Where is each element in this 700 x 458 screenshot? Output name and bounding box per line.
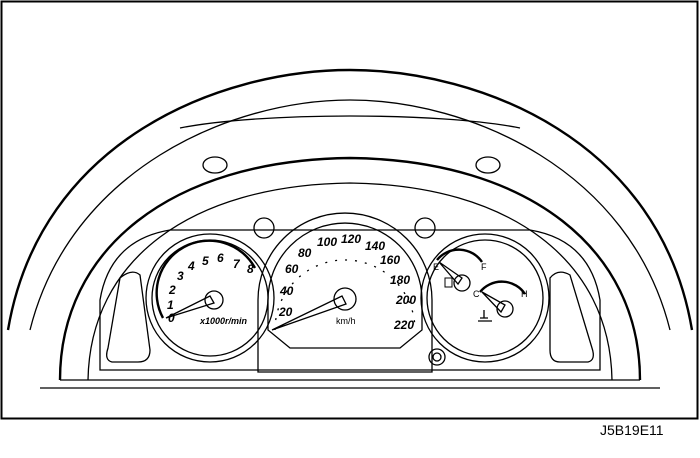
hood-inner — [87, 182, 613, 381]
speed-label-180: 180 — [390, 273, 410, 287]
lamp-left — [253, 217, 275, 239]
temp-needle — [481, 291, 506, 314]
temp-hot-label: H — [521, 289, 528, 299]
cluster-base — [40, 379, 660, 389]
tach-label-2: 2 — [168, 283, 176, 297]
temp-cold-label: C — [473, 289, 480, 299]
tach-label-4: 4 — [187, 259, 195, 273]
dash-outer-arc — [6, 68, 694, 331]
speed-label-40: 40 — [279, 284, 294, 298]
tach-label-3: 3 — [177, 269, 184, 283]
speed-unit: km/h — [336, 316, 356, 326]
hood-outer — [58, 156, 642, 381]
speed-label-80: 80 — [298, 246, 312, 260]
speed-label-100: 100 — [317, 235, 337, 249]
lamp-right — [414, 217, 436, 239]
speed-label-200: 200 — [395, 293, 416, 307]
fuel-icon — [444, 277, 453, 288]
right-pod — [549, 271, 594, 363]
speed-label-20: 20 — [278, 305, 293, 319]
tach-unit: x1000r/min — [199, 316, 248, 326]
fuel-needle — [438, 261, 463, 286]
dash-inner-arc — [29, 99, 671, 331]
left-pod — [106, 271, 151, 363]
temp-hub — [496, 300, 514, 318]
tach-label-1: 1 — [167, 298, 174, 312]
fuel-full-label: F — [481, 262, 487, 272]
fuel-temp-gauges: E F C H — [420, 233, 550, 363]
speed-label-160: 160 — [380, 253, 400, 267]
lamp-left-top — [202, 156, 228, 174]
speed-label-120: 120 — [341, 232, 361, 246]
tach-label-0: 0 — [168, 311, 175, 325]
tach-hub — [204, 290, 224, 310]
speed-needle — [271, 295, 347, 331]
speed-label-140: 140 — [365, 239, 385, 253]
figure-caption: J5B19E11 — [600, 422, 664, 438]
fuel-hub — [453, 274, 471, 292]
speed-hub — [333, 287, 357, 311]
tach-label-5: 5 — [202, 254, 209, 268]
tachometer: 0 1 2 3 4 5 6 7 8 x1000r/min — [145, 233, 275, 363]
frame — [0, 0, 699, 420]
tach-label-6: 6 — [217, 251, 224, 265]
tach-needle — [165, 295, 215, 319]
speed-label-220: 220 — [393, 318, 414, 332]
speed-label-60: 60 — [285, 262, 299, 276]
speedometer: 20 40 60 80 100 120 140 160 180 200 220 … — [257, 212, 433, 373]
tach-label-8: 8 — [247, 262, 254, 276]
trip-reset-knob[interactable] — [428, 348, 446, 366]
hood-line — [179, 115, 521, 129]
temperature-icon — [478, 310, 492, 322]
fuel-empty-label: E — [433, 262, 439, 272]
cluster-housing — [99, 229, 601, 371]
lamp-right-top — [475, 156, 501, 174]
tach-label-7: 7 — [233, 257, 241, 271]
